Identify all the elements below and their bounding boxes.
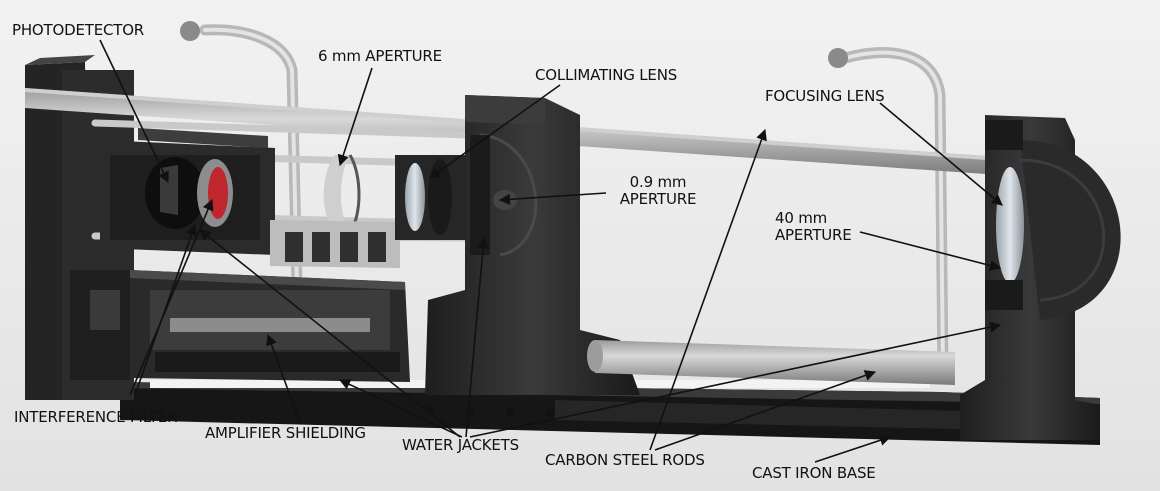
label-water-jackets: WATER JACKETS [402,436,519,454]
arrow-interference-filter-1 [129,198,214,396]
arrow-6mm-aperture [337,67,373,167]
label-40mm-aperture-line1: 40 mm [775,209,828,227]
label-amplifier-shielding: AMPLIFIER SHIELDING [205,424,366,442]
arrow-water-jacket-2 [338,379,463,438]
amplifier-shielding [130,270,410,382]
label-cast-iron-base: CAST IRON BASE [752,464,876,482]
label-40mm-aperture: 40 mm APERTURE [775,210,852,244]
arrow-water-jacket-3 [465,236,489,438]
focusing-lens-element [996,167,1024,283]
label-09mm-aperture: 0.9 mm APERTURE [608,174,708,208]
label-09mm-aperture-line1: 0.9 mm [629,173,687,191]
label-interference-filter: INTERFERENCE FILTER [14,408,178,426]
label-carbon-steel-rods: CARBON STEEL RODS [545,451,705,469]
interference-filter-element [208,167,228,219]
photodetector-housing [100,128,275,255]
circuit-board [270,220,400,268]
collimating-lens-assembly [395,155,465,240]
label-focusing-lens: FOCUSING LENS [765,87,885,105]
arrow-interference-filter-2 [134,223,197,396]
arrow-carbon-steel-rod-1 [649,128,767,451]
label-40mm-aperture-line2: APERTURE [775,226,852,244]
arrow-amplifier-shielding [266,333,301,424]
central-support [425,95,640,395]
label-collimating-lens: COLLIMATING LENS [535,66,678,84]
pointer-arrows [99,39,1003,463]
arrow-focusing-lens [879,102,1003,206]
arrow-water-jacket-4 [469,321,1002,438]
arrow-collimating-lens [429,84,561,179]
arrow-cast-iron-base [814,434,892,463]
arrow-09mm-aperture [498,192,607,205]
label-09mm-aperture-line2: APERTURE [619,190,697,208]
arrow-water-jacket-1 [199,229,461,438]
arrow-40mm-aperture [859,231,1002,271]
label-6mm-aperture: 6 mm APERTURE [318,47,442,65]
label-photodetector: PHOTODETECTOR [12,21,145,39]
arrow-photodetector [99,39,169,184]
arrow-carbon-steel-rod-2 [654,370,877,451]
